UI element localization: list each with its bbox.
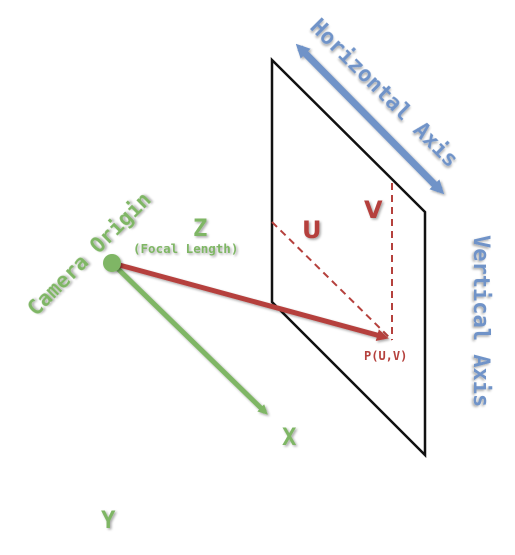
vertical-axis-label: Vertical Axis — [468, 235, 493, 407]
y-axis-label: Y — [101, 506, 116, 534]
v-label: V — [364, 196, 383, 224]
u-dashed-line — [271, 221, 393, 341]
camera-origin-point — [103, 254, 121, 272]
u-label: U — [302, 216, 322, 244]
horizontal-axis-label: Horizontal Axis — [305, 15, 463, 173]
horizontal-axis-arrow — [295, 43, 445, 195]
focal-length-label: (Focal Length) — [133, 241, 238, 256]
point-label: P(U,V) — [364, 349, 407, 363]
z-axis-label: Z — [193, 214, 207, 242]
x-axis-arrow — [110, 261, 268, 415]
x-axis-label: X — [282, 423, 297, 451]
projection-ray-arrow — [111, 260, 389, 341]
